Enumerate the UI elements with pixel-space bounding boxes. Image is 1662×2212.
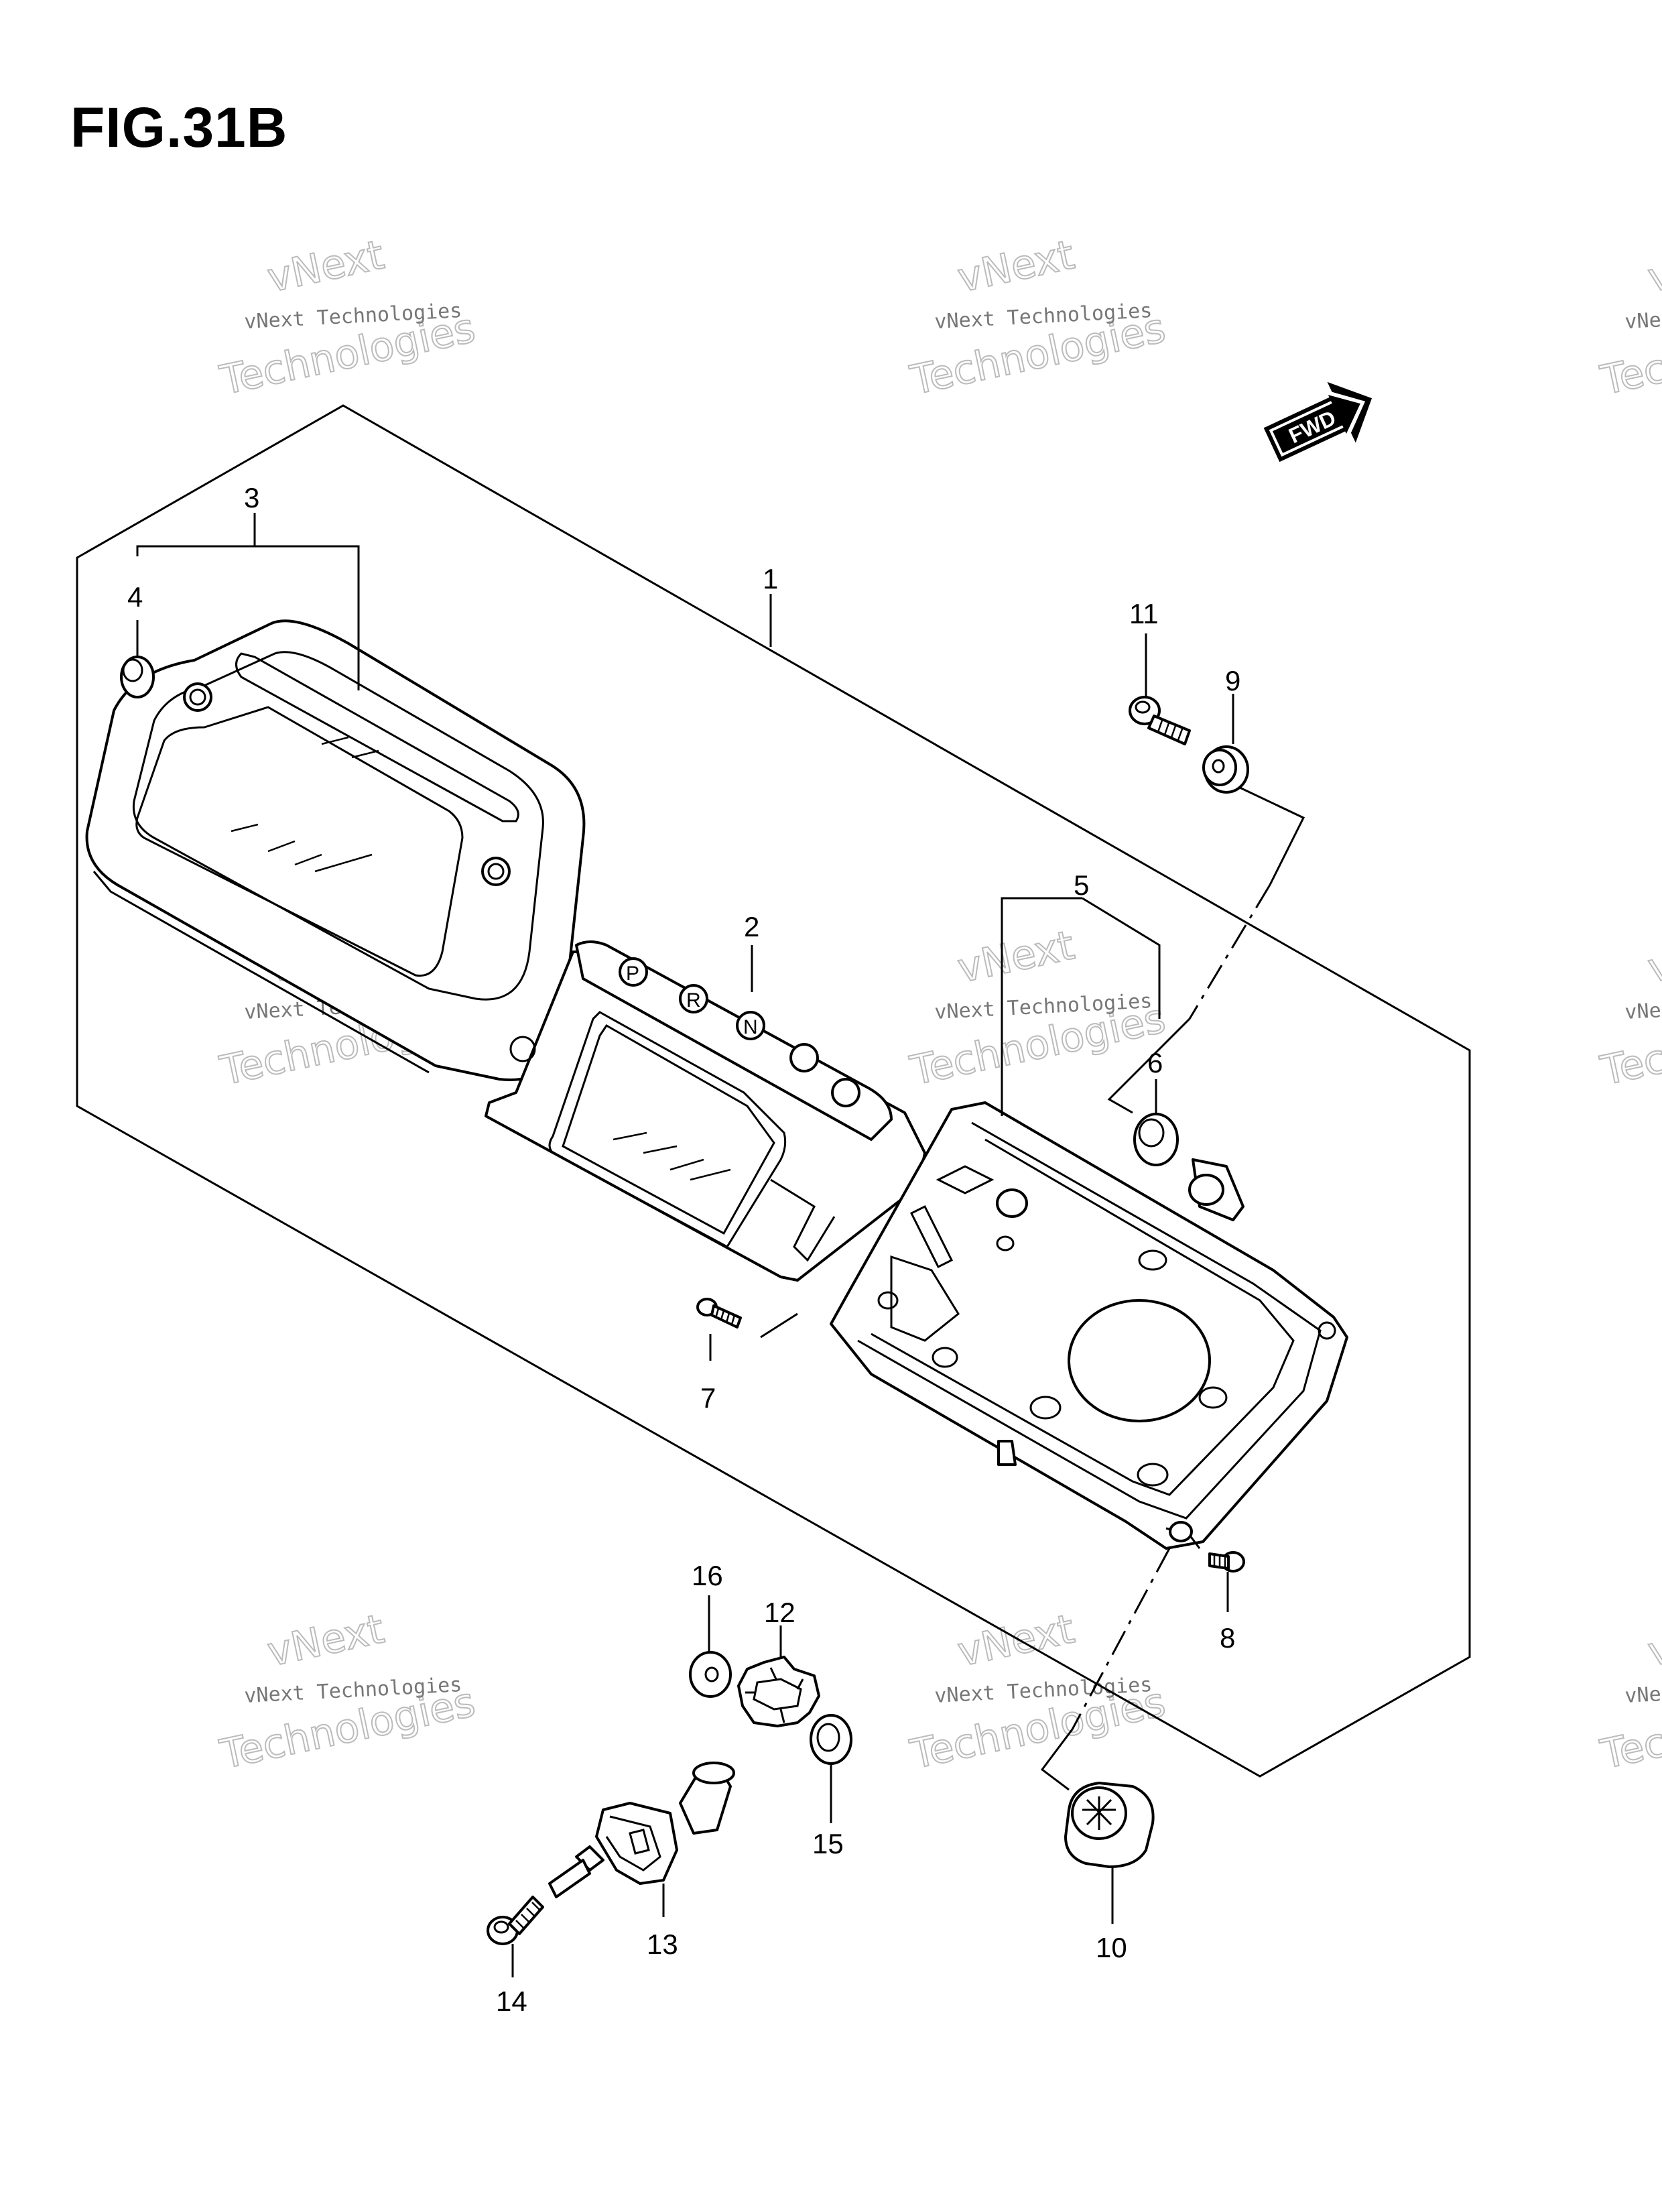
washer-part-15 — [810, 1714, 852, 1765]
watermark-vnext: vNext — [1644, 1605, 1662, 1676]
callout-5: 5 — [1074, 869, 1089, 901]
watermark-vnext: vNext — [263, 231, 388, 302]
watermark-vnext: vNext — [263, 1605, 388, 1676]
callout-3: 3 — [244, 482, 259, 513]
fwd-arrow-icon: FWD — [1263, 381, 1372, 463]
callout-6: 6 — [1147, 1047, 1163, 1079]
indicator-r: R — [686, 989, 701, 1011]
grommet-part-6 — [1133, 1113, 1179, 1166]
gear-part-12 — [737, 1656, 820, 1727]
watermark-vnext: vNext — [954, 922, 1078, 992]
indicator-p: P — [626, 963, 639, 985]
watermark-vnext: vNext — [954, 1605, 1078, 1676]
watermark: vNext Technologies vNext Technologies — [215, 231, 480, 405]
watermark: vNext Technologies vNext Technologies — [905, 921, 1170, 1095]
watermark: vNext Technologies vNext Technologies — [1596, 1605, 1662, 1779]
screw-part-11 — [1129, 696, 1191, 745]
washer-part-9 — [1202, 745, 1249, 794]
watermark-vnext: vNext — [954, 231, 1078, 302]
watermark: vNext Technologies vNext Technologies — [215, 1605, 480, 1779]
watermark: vNext Technologies vNext Technologies — [905, 231, 1170, 405]
callout-1: 1 — [763, 563, 778, 595]
callout-4: 4 — [127, 581, 143, 613]
watermark-text: vNext Technologies — [1624, 299, 1662, 334]
watermark: vNext Technologies vNext Technologies — [905, 1605, 1170, 1779]
callout-9: 9 — [1225, 665, 1240, 696]
watermark-vnext: vNext — [1644, 231, 1662, 302]
callout-16: 16 — [692, 1560, 723, 1591]
watermark: vNext Technologies vNext Technologies — [1596, 231, 1662, 405]
leader-lines — [136, 513, 1305, 1977]
grommet-part-4 — [120, 656, 155, 698]
meter-case-part-5 — [830, 1101, 1348, 1550]
headlight-indicator-icon — [789, 1043, 819, 1072]
callout-8: 8 — [1220, 1622, 1235, 1654]
assembly-outline-box — [76, 404, 1471, 1778]
callout-12: 12 — [764, 1597, 795, 1628]
screw-part-7 — [696, 1298, 742, 1329]
speed-sensor-part-13 — [548, 1762, 735, 1898]
washer-part-16 — [689, 1651, 732, 1698]
indicator-n: N — [743, 1016, 758, 1038]
watermark-vnext: vNext — [1644, 922, 1662, 992]
callout-13: 13 — [647, 1928, 678, 1960]
figure-title: FIG.31B — [70, 96, 288, 159]
callout-2: 2 — [744, 911, 759, 942]
screw-part-8 — [1208, 1551, 1245, 1573]
callout-15: 15 — [812, 1828, 844, 1859]
watermark-text: vNext Technologies — [1624, 989, 1662, 1024]
indicator-panel-part-2: P R N — [485, 940, 926, 1282]
watermark-text: vNext Technologies — [1624, 1673, 1662, 1708]
cap-part-10 — [1064, 1782, 1155, 1868]
watermark: vNext Technologies vNext Technologies — [1596, 921, 1662, 1095]
callout-labels: 1 2 3 4 5 6 7 8 9 10 11 12 13 14 15 16 — [127, 482, 1240, 2017]
callout-14: 14 — [496, 1985, 527, 2017]
bolt-part-14 — [487, 1896, 544, 1945]
temp-indicator-icon — [831, 1078, 860, 1107]
callout-7: 7 — [700, 1382, 716, 1414]
callout-11: 11 — [1129, 598, 1159, 629]
callout-10: 10 — [1096, 1932, 1127, 1963]
